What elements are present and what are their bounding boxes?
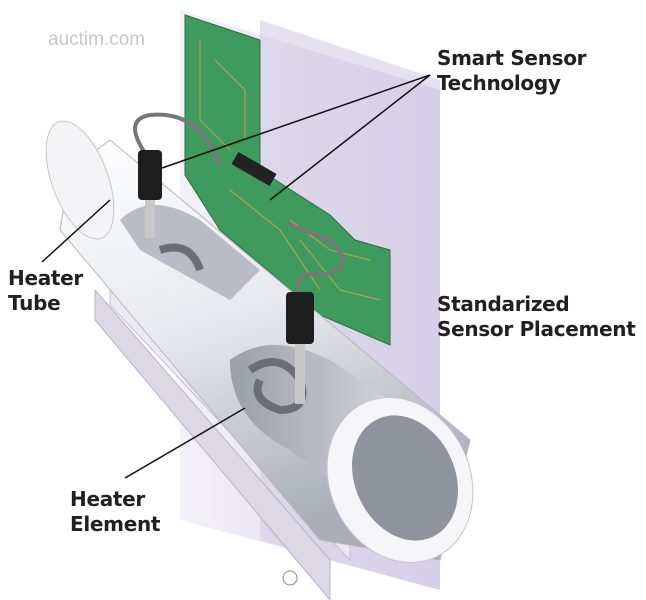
sensor-2 — [286, 223, 345, 404]
watermark: auctim.com — [48, 29, 146, 50]
sensor-1 — [133, 112, 222, 238]
base-bracket — [94, 288, 331, 600]
label-heater-tube: Heater Tube — [8, 266, 83, 316]
label-line: Tube — [8, 291, 61, 315]
label-line: Heater — [70, 487, 145, 511]
label-sensor-placement: Standarized Sensor Placement — [437, 292, 636, 342]
label-line: Standarized — [437, 292, 570, 316]
label-line: Sensor Placement — [437, 317, 636, 341]
label-heater-element: Heater Element — [70, 487, 160, 537]
microchip — [231, 151, 277, 187]
label-line: Heater — [8, 266, 83, 290]
label-line: Technology — [437, 71, 561, 95]
label-line: Smart Sensor — [437, 46, 587, 70]
circuit-board — [184, 14, 391, 346]
label-smart-sensor-technology: Smart Sensor Technology — [437, 46, 587, 96]
leader-lines — [41, 74, 431, 479]
label-line: Element — [70, 512, 161, 536]
